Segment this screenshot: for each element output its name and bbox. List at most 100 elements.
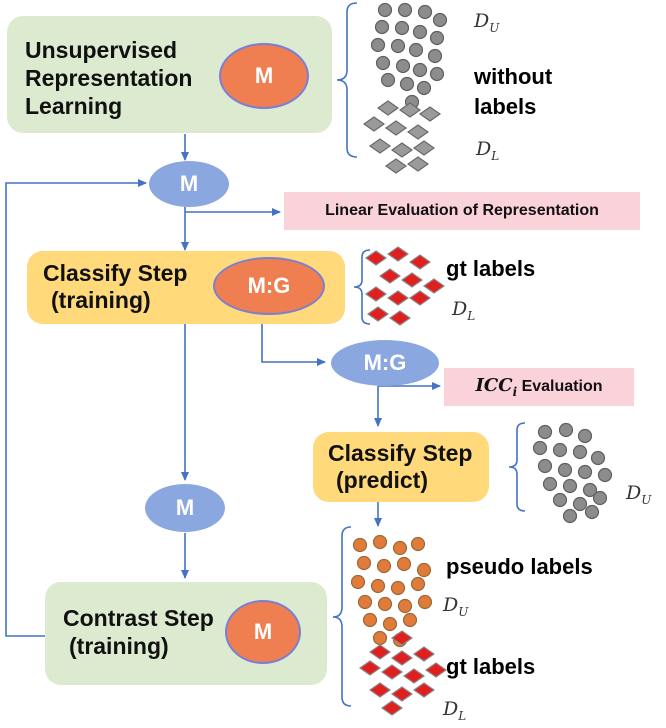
linear-evaluation-label: Linear Evaluation of Representation: [284, 192, 640, 230]
labeled-point: [368, 138, 392, 154]
unlabeled-point-predict: [597, 467, 613, 483]
pseudo-labeled-point: [370, 578, 386, 594]
model-oval-contrast: M: [225, 600, 301, 664]
unlabeled-point: [397, 2, 413, 18]
pseudo-labeled-point: [372, 630, 388, 646]
unlabeled-point: [374, 19, 390, 35]
unlabeled-point-predict: [537, 424, 553, 440]
gt-labeled-point-bottom: [412, 646, 436, 662]
unlabeled-point-predict: [558, 422, 574, 438]
unlabeled-point-predict: [542, 476, 558, 492]
labeled-point: [376, 100, 400, 116]
data-points: [350, 2, 613, 716]
pseudo-labeled-point: [376, 558, 392, 574]
unlabeled-point: [412, 62, 428, 78]
feedback-loop-arrow: [5, 179, 147, 637]
unlabeled-point: [429, 30, 445, 46]
unlabeled-point: [432, 12, 448, 28]
unlabeled-point-predict: [557, 462, 573, 478]
pseudo-labeled-point: [417, 594, 433, 610]
pseudo-labeled-point: [372, 534, 388, 550]
gt-labeled-point: [366, 306, 390, 322]
pseudo-labeled-point: [396, 556, 412, 572]
unlabeled-point: [427, 48, 443, 64]
labeled-point: [384, 120, 408, 136]
brace-gt-labels: [353, 249, 371, 325]
icc-evaluation-label: ICCi Evaluation: [444, 368, 634, 406]
labeled-point: [406, 156, 430, 172]
unlabeled-point-predict: [577, 428, 593, 444]
dataset-dl-bottom: DL: [443, 698, 467, 723]
dataset-du-bottom: DU: [443, 594, 469, 619]
model-oval-classify: M:G: [213, 257, 325, 315]
pseudo-labeled-point: [350, 574, 366, 590]
model-oval-after-unsupervised: M: [149, 161, 229, 207]
unlabeled-point-predict: [552, 442, 568, 458]
unlabeled-point-predict: [537, 458, 553, 474]
classify-predict-title: Classify Step (predict): [328, 440, 473, 493]
gt-labels-text-top: gt labels: [446, 256, 536, 281]
gt-labeled-point: [364, 286, 388, 302]
gt-labeled-point: [378, 268, 402, 284]
gt-labels-text-bottom: gt labels: [446, 654, 536, 679]
unlabeled-point: [394, 20, 410, 36]
pseudo-labeled-point: [362, 612, 378, 628]
brace-top-right: [336, 2, 358, 158]
pseudo-labeled-point: [377, 596, 393, 612]
unlabeled-point-predict: [552, 492, 568, 508]
dataset-du-predict: DU: [626, 482, 652, 507]
classify-predict-box: [313, 432, 489, 502]
gt-labeled-point-bottom: [368, 682, 392, 698]
unlabeled-point: [399, 76, 415, 92]
unlabeled-point: [412, 24, 428, 40]
unlabeled-point-predict: [562, 508, 578, 524]
pseudo-labeled-point: [416, 562, 432, 578]
dataset-dl-middle: DL: [452, 298, 476, 323]
gt-labeled-point: [386, 246, 410, 262]
brace-predict: [508, 422, 526, 512]
brace-bottom: [332, 526, 352, 707]
pseudo-labeled-point: [357, 594, 373, 610]
unlabeled-point-predict: [590, 450, 606, 466]
unlabeled-point-predict: [584, 504, 600, 520]
model-oval-before-contrast: M: [145, 484, 225, 532]
gt-labeled-point-bottom: [380, 700, 404, 716]
unlabeled-point-predict: [592, 490, 608, 506]
gt-labeled-point: [400, 272, 424, 288]
pseudo-labeled-point: [390, 580, 406, 596]
unlabeled-point: [416, 80, 432, 96]
unlabeled-point: [429, 66, 445, 82]
unlabeled-point: [408, 42, 424, 58]
unlabeled-point-predict: [532, 440, 548, 456]
gt-labeled-point-bottom: [390, 630, 414, 646]
pseudo-labeled-point: [382, 616, 398, 632]
pseudo-labeled-point: [397, 598, 413, 614]
unlabeled-point-predict: [582, 482, 598, 498]
unsupervised-learning-title: Unsupervised Representation Learning: [25, 37, 193, 119]
pseudo-labels-text: pseudo labels: [446, 554, 593, 579]
gt-labeled-point: [422, 278, 446, 294]
gt-labeled-point-bottom: [368, 644, 392, 660]
unlabeled-point: [370, 37, 386, 53]
gt-labeled-point: [408, 254, 432, 270]
contrast-training-title: Contrast Step (training): [63, 605, 214, 659]
labeled-point: [412, 140, 436, 156]
gt-labeled-point-bottom: [424, 662, 448, 678]
pseudo-labeled-point: [402, 612, 418, 628]
labeled-point: [384, 158, 408, 174]
labeled-point: [398, 102, 422, 118]
gt-labeled-point-bottom: [380, 664, 404, 680]
classify-training-title: Classify Step (training): [43, 260, 188, 313]
unlabeled-point: [417, 4, 433, 20]
unlabeled-point: [395, 58, 411, 74]
unlabeled-point: [375, 55, 391, 71]
labeled-point: [406, 124, 430, 140]
gt-labeled-point-bottom: [412, 682, 436, 698]
pseudo-labeled-point: [410, 576, 426, 592]
gt-labeled-point: [388, 310, 412, 326]
without-labels-text: without labels: [474, 64, 553, 119]
unlabeled-point-predict: [562, 478, 578, 494]
dataset-du-top: DU: [474, 10, 500, 35]
arrow-classify-to-mg: [261, 323, 326, 366]
